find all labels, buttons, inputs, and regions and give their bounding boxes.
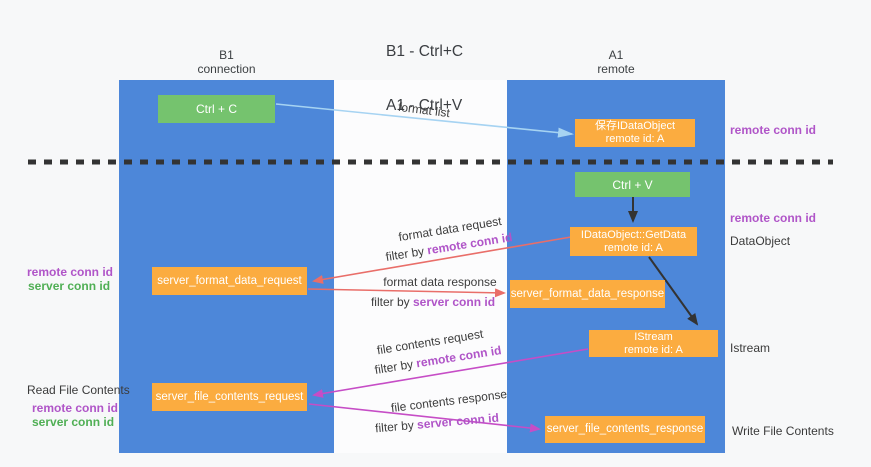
server-file-contents-response-box: server_file_contents_response [545,416,705,443]
lifeline-b1-header: B1 connection [119,48,334,76]
middle-lane [334,80,507,453]
right-remote-conn-id-mid: remote conn id [730,211,817,225]
format-data-response-label: format data response [383,275,497,289]
left-remote-conn-id-bottom: remote conn id [32,401,119,415]
diagram-title: B1 - Ctrl+C A1 - Ctrl+V [386,7,463,151]
ctrl-c-label: Ctrl + C [195,102,237,116]
istream-subtitle: remote id: A [624,343,683,356]
lifeline-a1-name: A1 [608,48,624,62]
getdata-subtitle: remote id: A [604,241,663,254]
server-format-data-response-box: server_format_data_response [510,280,665,308]
format-data-response-filter: filter by server conn id [371,295,495,309]
ctrl-v-box: Ctrl + V [575,172,690,197]
arrow-getdata-to-istream [648,256,699,326]
write-file-contents-annotation: Write File Contents [732,424,834,438]
ctrl-c-box: Ctrl + C [158,95,275,123]
server-format-data-request-label: server_format_data_request [157,274,302,287]
diagram-title-line2: A1 - Ctrl+V [386,97,463,114]
save-dataobject-box: 保存IDataObject remote id: A [575,119,695,147]
diagram-title-line1: B1 - Ctrl+C [386,43,464,60]
lifeline-a1-header: A1 remote [507,48,725,76]
lifeline-b1-role: connection [197,62,256,76]
arrow-format-data-response [307,288,506,298]
istream-title: IStream [634,330,673,343]
dataobject-annotation: DataObject [730,234,791,248]
arrow-file-contents-request [312,348,589,398]
server-format-data-response-label: server_format_data_response [510,287,665,300]
left-server-conn-id-top: server conn id [28,279,111,293]
left-remote-conn-id-top: remote conn id [27,265,114,279]
arrow-format-list [275,103,574,138]
lifeline-b1-name: B1 [219,48,234,62]
server-file-contents-request-box: server_file_contents_request [152,383,307,411]
left-server-conn-id-bottom: server conn id [32,415,115,429]
save-dataobject-title: 保存IDataObject [594,120,676,132]
filter-key-server-conn-id: server conn id [412,295,496,309]
istream-box: IStream remote id: A [589,330,718,357]
server-file-contents-response-label: server_file_contents_response [546,423,704,435]
istream-annotation: Istream [730,341,771,355]
arrow-format-data-request [312,236,572,284]
filter-by-prefix: filter by [370,295,413,309]
getdata-box: IDataObject::GetData remote id: A [570,227,697,256]
lifeline-a1-role: remote [597,62,635,76]
getdata-title: IDataObject::GetData [580,228,687,241]
read-file-contents-annotation: Read File Contents [27,383,130,397]
right-remote-conn-id-top: remote conn id [730,123,817,137]
server-format-data-request-box: server_format_data_request [152,267,307,295]
save-dataobject-subtitle: remote id: A [605,133,665,145]
arrow-file-contents-response [308,403,541,433]
server-file-contents-request-label: server_file_contents_request [155,390,304,403]
ctrl-v-label: Ctrl + V [612,177,653,192]
